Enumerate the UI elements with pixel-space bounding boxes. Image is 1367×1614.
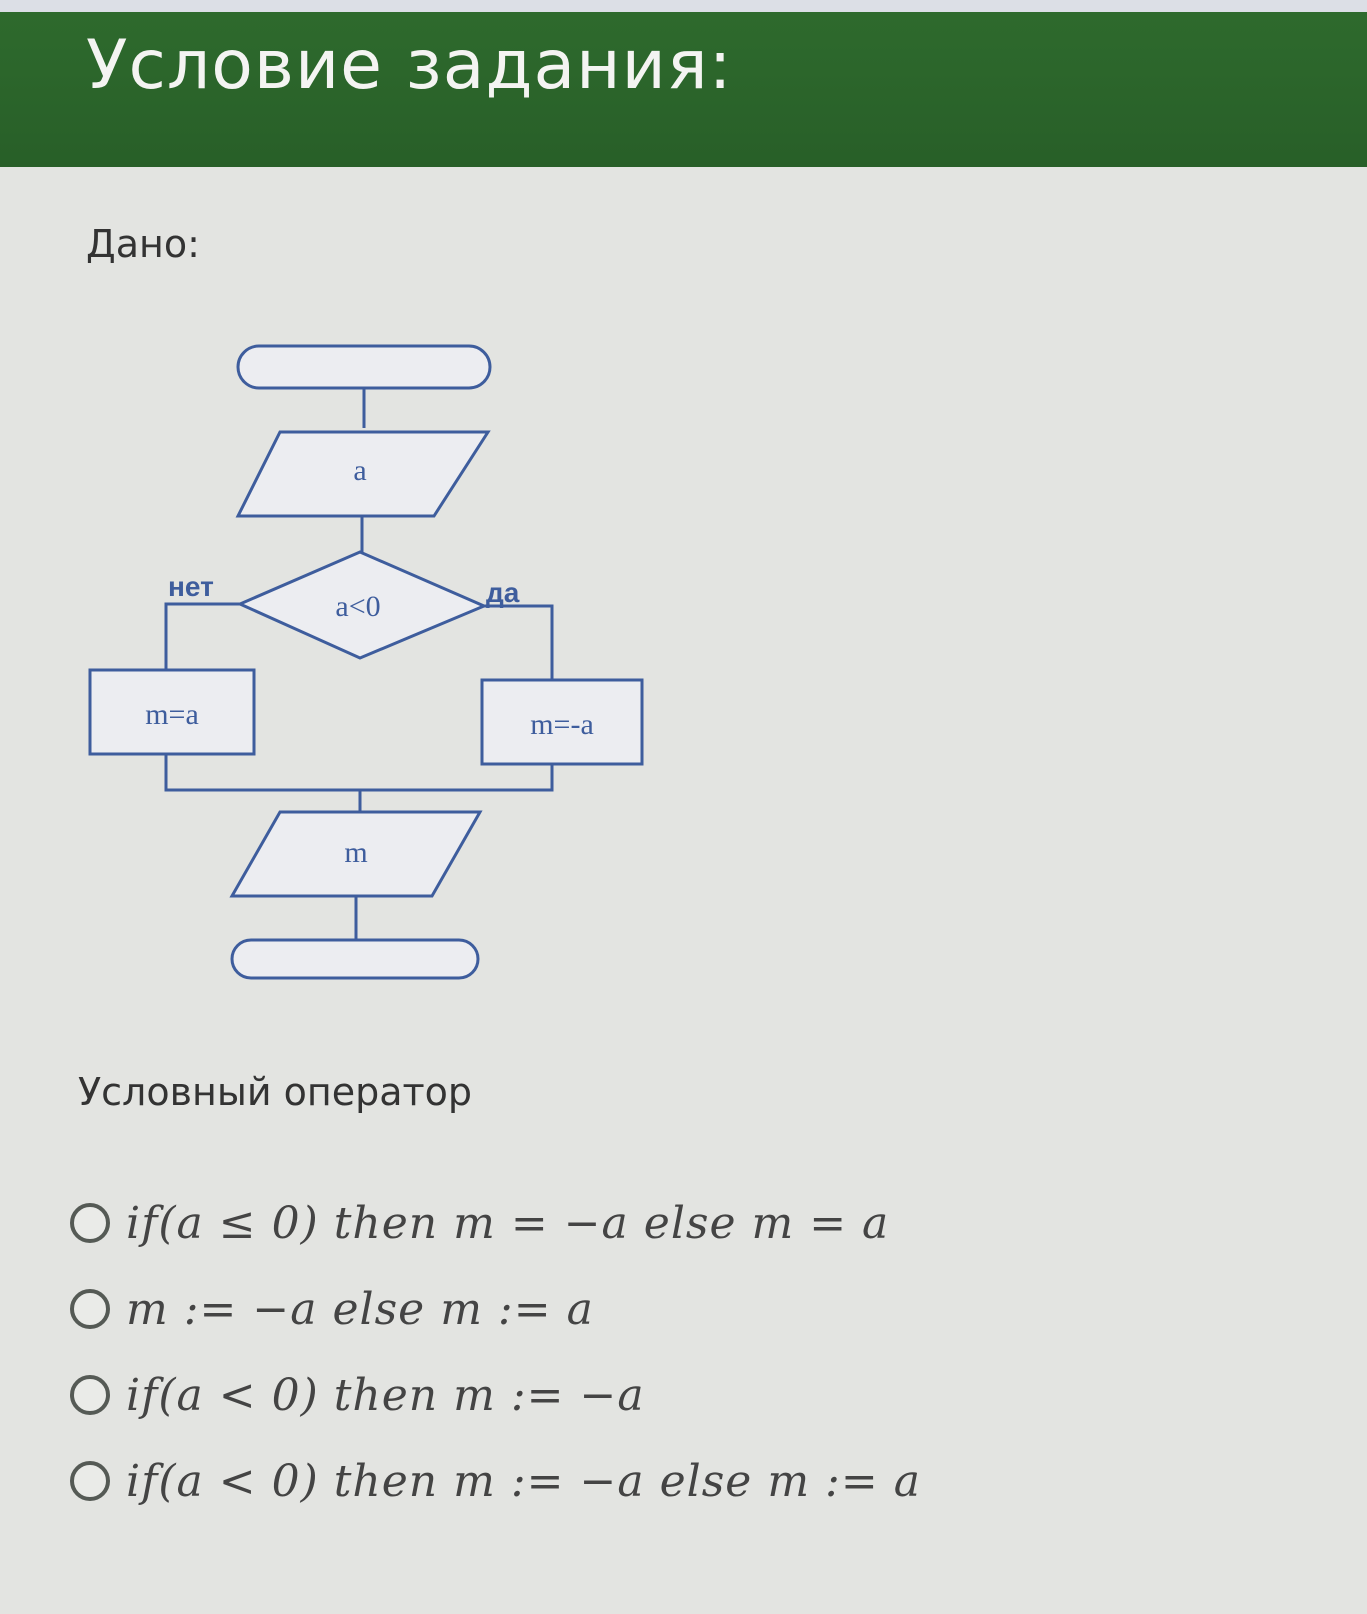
flowchart-end (230, 938, 480, 980)
answer-option-3[interactable]: if(a < 0) then m := −a (70, 1352, 1170, 1438)
answer-options: if(a ≤ 0) then m = −a else m = a m := −a… (70, 1180, 1170, 1524)
flowchart-yes-label: да (486, 577, 520, 608)
flowchart-start (236, 344, 492, 390)
flowchart-no-branch-text: m=a (145, 698, 199, 731)
radio-button-4[interactable] (70, 1461, 110, 1501)
flowchart: a a<0 нет m=a да m=-a m (80, 340, 680, 1020)
answer-option-4[interactable]: if(a < 0) then m := −a else m := a (70, 1438, 1170, 1524)
flowchart-output-text: m (344, 836, 367, 869)
answer-option-4-text: if(a < 0) then m := −a else m := a (126, 1455, 921, 1507)
answer-option-2-text: m := −a else m := a (126, 1283, 594, 1335)
answer-option-3-text: if(a < 0) then m := −a (126, 1369, 645, 1421)
answer-option-2[interactable]: m := −a else m := a (70, 1266, 1170, 1352)
flowchart-no-label: нет (168, 571, 214, 602)
given-label: Дано: (86, 222, 200, 266)
flowchart-output (229, 810, 483, 898)
flowchart-input (235, 430, 491, 518)
answer-option-1[interactable]: if(a ≤ 0) then m = −a else m = a (70, 1180, 1170, 1266)
radio-button-3[interactable] (70, 1375, 110, 1415)
flowchart-yes-branch (480, 678, 644, 766)
radio-button-1[interactable] (70, 1203, 110, 1243)
header-title: Условие задания: (86, 26, 733, 105)
top-strip (0, 0, 1367, 12)
flowchart-decision (236, 550, 488, 660)
flowchart-no-branch (88, 668, 256, 756)
question-text: Условный оператор (78, 1070, 472, 1114)
radio-button-2[interactable] (70, 1289, 110, 1329)
flowchart-input-text: a (353, 454, 366, 487)
flowchart-yes-branch-text: m=-a (530, 708, 594, 741)
task-header: Условие задания: (0, 12, 1367, 167)
flowchart-condition-text: a<0 (335, 590, 380, 623)
answer-option-1-text: if(a ≤ 0) then m = −a else m = a (126, 1197, 890, 1249)
